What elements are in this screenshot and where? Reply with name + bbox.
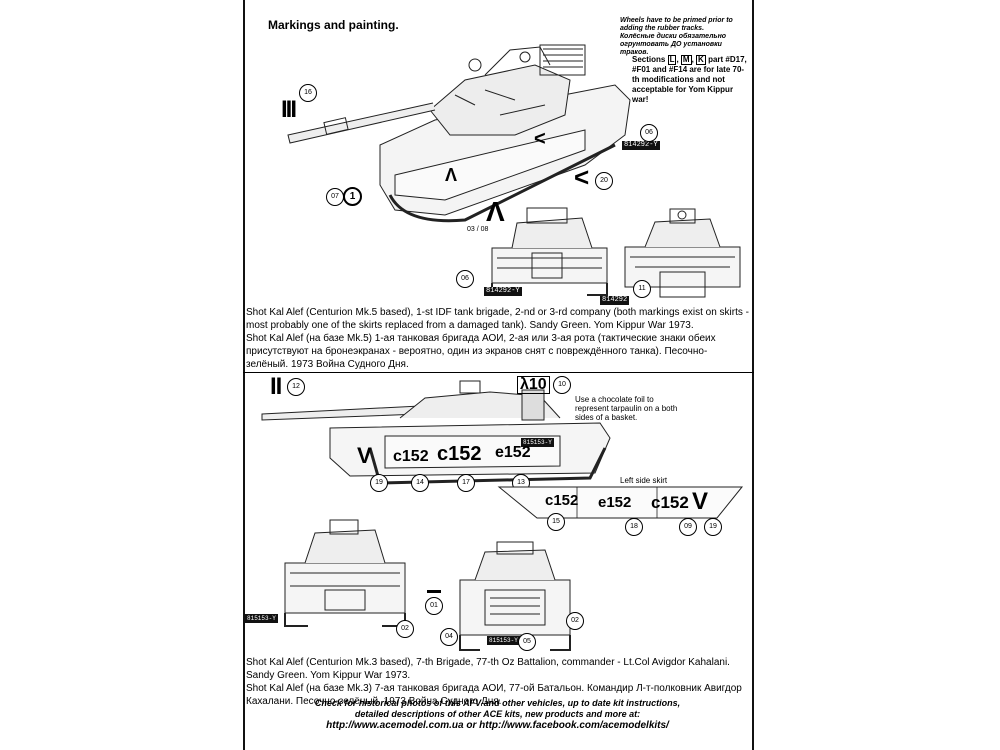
skirt-v-mark: V <box>692 488 709 515</box>
wheel-note: Wheels have to be primed prior to adding… <box>620 17 748 57</box>
side-e-glyph: e <box>495 444 504 461</box>
upper-plate-rear: 814292-Y <box>484 287 522 296</box>
front-dash-mark <box>427 590 441 593</box>
upper-tank-drawing <box>287 44 631 223</box>
lower-bars-mark: II <box>270 373 282 400</box>
callout-16: 16 <box>299 84 317 102</box>
upper-caption-en: Shot Kal Alef (Centurion Mk.5 based), 1-… <box>246 307 749 331</box>
callout-03-08: 03 / 08 <box>467 226 489 233</box>
side-152-text-3: 152 <box>503 444 531 461</box>
skirt-152-text-1: 152 <box>553 492 579 509</box>
lower-tank-side-drawing <box>261 380 611 485</box>
sections-note: Sections L, M, K part #D17, #F01 and #F1… <box>632 55 747 104</box>
section-box-m: M <box>680 55 692 65</box>
skirt-152-text-2: 152 <box>606 494 632 511</box>
lower-rear-view-drawing <box>284 519 406 627</box>
skirt-e-glyph: e <box>598 494 607 511</box>
footer-line-1: Check for historical photos of this AFV … <box>314 698 681 708</box>
sections-rest: part #D17, #F01 and #F14 are for late 70… <box>632 55 747 104</box>
callout-02-right: 02 <box>566 612 584 630</box>
left-border-rule <box>243 0 245 750</box>
lower-caption-ru: Shot Kal Alef (на базе Mk.3) 7-ая танков… <box>246 683 742 707</box>
skirt-152-text-3: 152 <box>660 493 689 512</box>
upper-plate-front: 814292 <box>600 296 630 305</box>
upper-front-view-drawing <box>624 208 741 298</box>
skirt-152-mark-2: e152 <box>598 494 631 511</box>
lower-caption-en: Shot Kal Alef (Centurion Mk.3 based), 7-… <box>246 657 730 681</box>
callout-14: 14 <box>411 474 429 492</box>
callout-07: 07 <box>326 188 344 206</box>
side-152-text-1: 152 <box>401 448 429 465</box>
right-border-rule <box>752 0 754 750</box>
chevron-03-mark: Λ <box>486 196 505 227</box>
callout-19-skirt: 19 <box>704 518 722 536</box>
sections-prefix: Sections <box>632 55 666 64</box>
section-box-l: L <box>667 55 677 65</box>
section-divider <box>243 372 754 373</box>
callout-02-left: 02 <box>396 620 414 638</box>
callout-11: 11 <box>633 280 651 298</box>
wheel-note-ru: Колёсные диски обязательно огрунтовать Д… <box>620 33 727 56</box>
side-152-mark-1: c152 <box>393 448 429 466</box>
skirt-152-mark-3: c152 <box>651 493 689 513</box>
lower-plate-front: 815153-Y <box>487 636 520 645</box>
callout-10: 10 <box>553 376 571 394</box>
side-152-mark-2: c152 <box>437 443 482 466</box>
skirt-c-glyph-2: c <box>651 493 661 512</box>
upper-bars-mark: III <box>281 96 297 123</box>
callout-06: 06 <box>640 124 658 142</box>
callout-18: 18 <box>625 518 643 536</box>
skirt-c-glyph-1: c <box>545 492 554 509</box>
chevron-20-mark: < <box>574 162 590 192</box>
page-title: Markings and painting. <box>268 18 399 32</box>
callout-04: 04 <box>440 628 458 646</box>
callout-17: 17 <box>457 474 475 492</box>
footer: Check for historical photos of this AFV … <box>245 698 750 731</box>
callout-09: 09 <box>679 518 697 536</box>
callout-06-rear: 06 <box>456 270 474 288</box>
upper-caption-ru: Shot Kal Alef (на базе Mk.5) 1-ая танков… <box>246 333 716 370</box>
wheel-note-en: Wheels have to be primed prior to adding… <box>620 17 733 32</box>
side-152-mark-3: e152 <box>495 444 531 462</box>
skirt-chevron-mark: < <box>534 128 546 150</box>
upper-caption: Shot Kal Alef (Centurion Mk.5 based), 1-… <box>246 306 749 371</box>
callout-01: 01 <box>425 597 443 615</box>
side-v-mark: V <box>357 443 372 468</box>
circle-one-mark: 1 <box>343 187 362 206</box>
side-152-text-2: 152 <box>448 443 482 465</box>
tarp-note: Use a chocolate foil to represent tarpau… <box>575 395 678 422</box>
callout-05: 05 <box>518 633 536 651</box>
hull-chevron-mark: Λ <box>445 165 458 185</box>
side-c-glyph: c <box>393 448 402 465</box>
callout-20: 20 <box>595 172 613 190</box>
footer-line-2: detailed descriptions of other ACE kits,… <box>354 709 641 719</box>
footer-links[interactable]: http://www.acemodel.com.ua or http://www… <box>326 720 669 731</box>
lower-plate-rear: 815153-Y <box>245 614 278 623</box>
callout-19: 19 <box>370 474 388 492</box>
lower-front-view-drawing <box>459 541 571 651</box>
side-c-glyph-2: c <box>437 443 449 465</box>
lower-caption: Shot Kal Alef (Centurion Mk.3 based), 7-… <box>246 656 749 708</box>
upper-plate-side: 814292-Y <box>622 141 660 150</box>
section-box-k: K <box>696 55 706 65</box>
lambda10-mark: λ10 <box>517 376 550 394</box>
callout-15: 15 <box>547 513 565 531</box>
skirt-label: Left side skirt <box>620 476 668 485</box>
lower-plate-side: 815153-Y <box>521 438 554 447</box>
callout-12: 12 <box>287 378 305 396</box>
skirt-152-mark-1: c152 <box>545 492 578 509</box>
upper-rear-view-drawing <box>491 207 608 296</box>
